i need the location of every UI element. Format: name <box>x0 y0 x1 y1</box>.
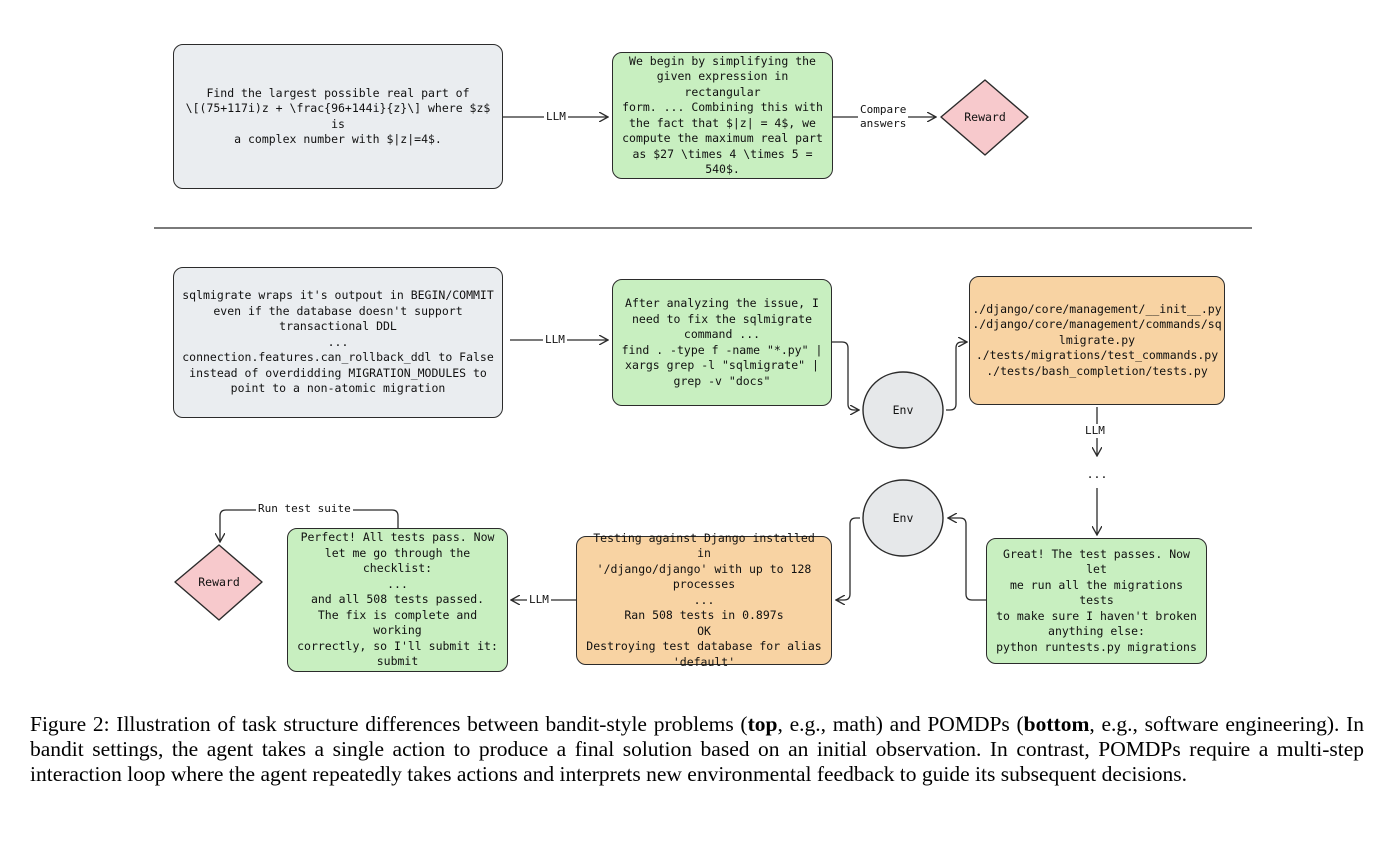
env-circle-1 <box>862 371 944 449</box>
env-label-2: Env <box>892 511 914 525</box>
env-label-1: Env <box>892 403 914 417</box>
top-reward-diamond <box>940 79 1029 156</box>
bottom-reward-diamond <box>174 544 263 621</box>
llm-label-1: LLM <box>543 333 567 347</box>
ellipsis-label: ... <box>1086 467 1108 481</box>
final-action-box: Perfect! All tests pass. Now let me go t… <box>287 528 508 672</box>
llm-label-top: LLM <box>544 110 568 124</box>
issue-box: sqlmigrate wraps it's outpout in BEGIN/C… <box>173 267 503 418</box>
compare-answers-label: Compare answers <box>858 103 909 131</box>
caption-bottom-bold: bottom <box>1023 712 1090 736</box>
arrow-action2-to-env2 <box>948 518 986 601</box>
env-circle-2 <box>862 479 944 557</box>
observation-1-box: ./django/core/management/__init__.py ./d… <box>969 276 1225 405</box>
arrow-action1-to-env1 <box>832 341 859 410</box>
arrow-env2-to-observation2 <box>836 517 860 600</box>
llm-label-2: LLM <box>1083 424 1107 438</box>
top-reward-label: Reward <box>964 110 1006 124</box>
arrow-env1-to-observation1 <box>946 342 967 411</box>
llm-label-3: LLM <box>527 593 551 607</box>
bottom-reward-label: Reward <box>198 575 240 589</box>
figure-caption: Figure 2: Illustration of task structure… <box>30 712 1364 787</box>
observation-2-box: Testing against Django installed in '/dj… <box>576 531 832 669</box>
math-solution-box: We begin by simplifying the given expres… <box>612 52 833 179</box>
run-test-suite-label: Run test suite <box>256 502 353 516</box>
caption-rest: , e.g., software engineering). In bandit… <box>30 712 1364 786</box>
action-1-box: After analyzing the issue, I need to fix… <box>612 279 832 406</box>
caption-prefix: Figure 2: Illustration of task structure… <box>30 712 748 736</box>
caption-top-bold: top <box>747 712 778 736</box>
math-problem-box: Find the largest possible real part of \… <box>173 44 503 189</box>
action-2-box: Great! The test passes. Now let me run a… <box>986 538 1207 664</box>
diagram: Find the largest possible real part of \… <box>154 44 1252 672</box>
caption-mid: , e.g., math) and POMDPs ( <box>777 712 1024 736</box>
